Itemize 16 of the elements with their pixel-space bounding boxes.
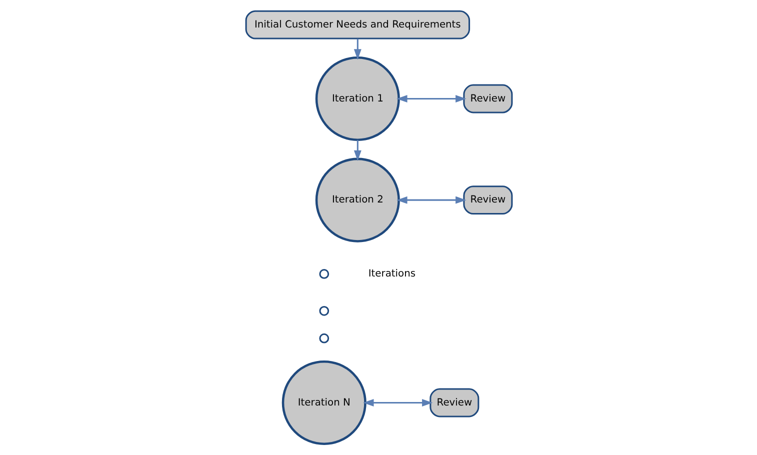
arrow	[396, 196, 466, 204]
node-circle	[318, 306, 329, 316]
label: Iterations	[368, 268, 416, 280]
node-circle: Iteration 1	[314, 56, 400, 142]
arrow	[396, 95, 466, 102]
node-circle: Iteration 2	[314, 158, 400, 242]
node-circle	[318, 333, 329, 344]
node-box: Review	[462, 186, 512, 215]
arrow	[362, 399, 432, 406]
node-circle: Iteration N	[281, 360, 366, 446]
node-circle	[318, 269, 329, 279]
node-box: Review	[429, 388, 479, 418]
node-box: Review	[462, 84, 512, 114]
arrow	[353, 38, 361, 60]
arrow	[353, 140, 361, 162]
node-box: Initial Customer Needs and Requirements	[244, 10, 470, 40]
